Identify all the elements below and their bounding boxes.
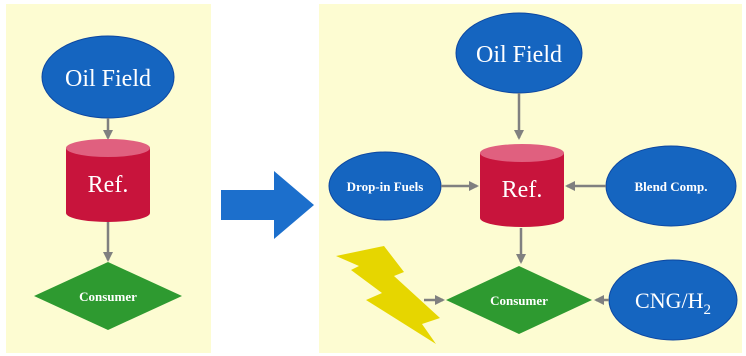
- right-refinery-node: Ref.: [480, 144, 564, 227]
- right-oil-field-label: Oil Field: [476, 42, 562, 68]
- cng-h2-node: CNG/H2: [608, 259, 738, 341]
- cng-h2-label-main: CNG/H: [635, 288, 704, 313]
- drop-in-fuels-label: Drop-in Fuels: [347, 179, 424, 194]
- cng-h2-label-subscript: 2: [703, 302, 711, 318]
- right-consumer-node: Consumer: [446, 266, 592, 334]
- left-refinery-node: Ref.: [66, 139, 150, 222]
- blend-components-node: Blend Comp.: [605, 145, 737, 227]
- lightning-bolt-icon: [336, 246, 440, 344]
- right-refinery-label: Ref.: [502, 177, 543, 203]
- right-oil-field-node: Oil Field: [455, 12, 583, 94]
- arrow-right-icon: [221, 171, 314, 239]
- drop-in-fuels-node: Drop-in Fuels: [328, 151, 442, 221]
- blend-components-label: Blend Comp.: [635, 179, 708, 194]
- left-consumer-node: Consumer: [34, 262, 182, 330]
- left-oil-field-label: Oil Field: [65, 66, 151, 92]
- cng-h2-label: CNG/H2: [635, 288, 711, 318]
- left-refinery-label: Ref.: [88, 172, 129, 198]
- right-consumer-label: Consumer: [490, 293, 548, 308]
- left-consumer-label: Consumer: [79, 289, 137, 304]
- left-oil-field-node: Oil Field: [41, 35, 175, 119]
